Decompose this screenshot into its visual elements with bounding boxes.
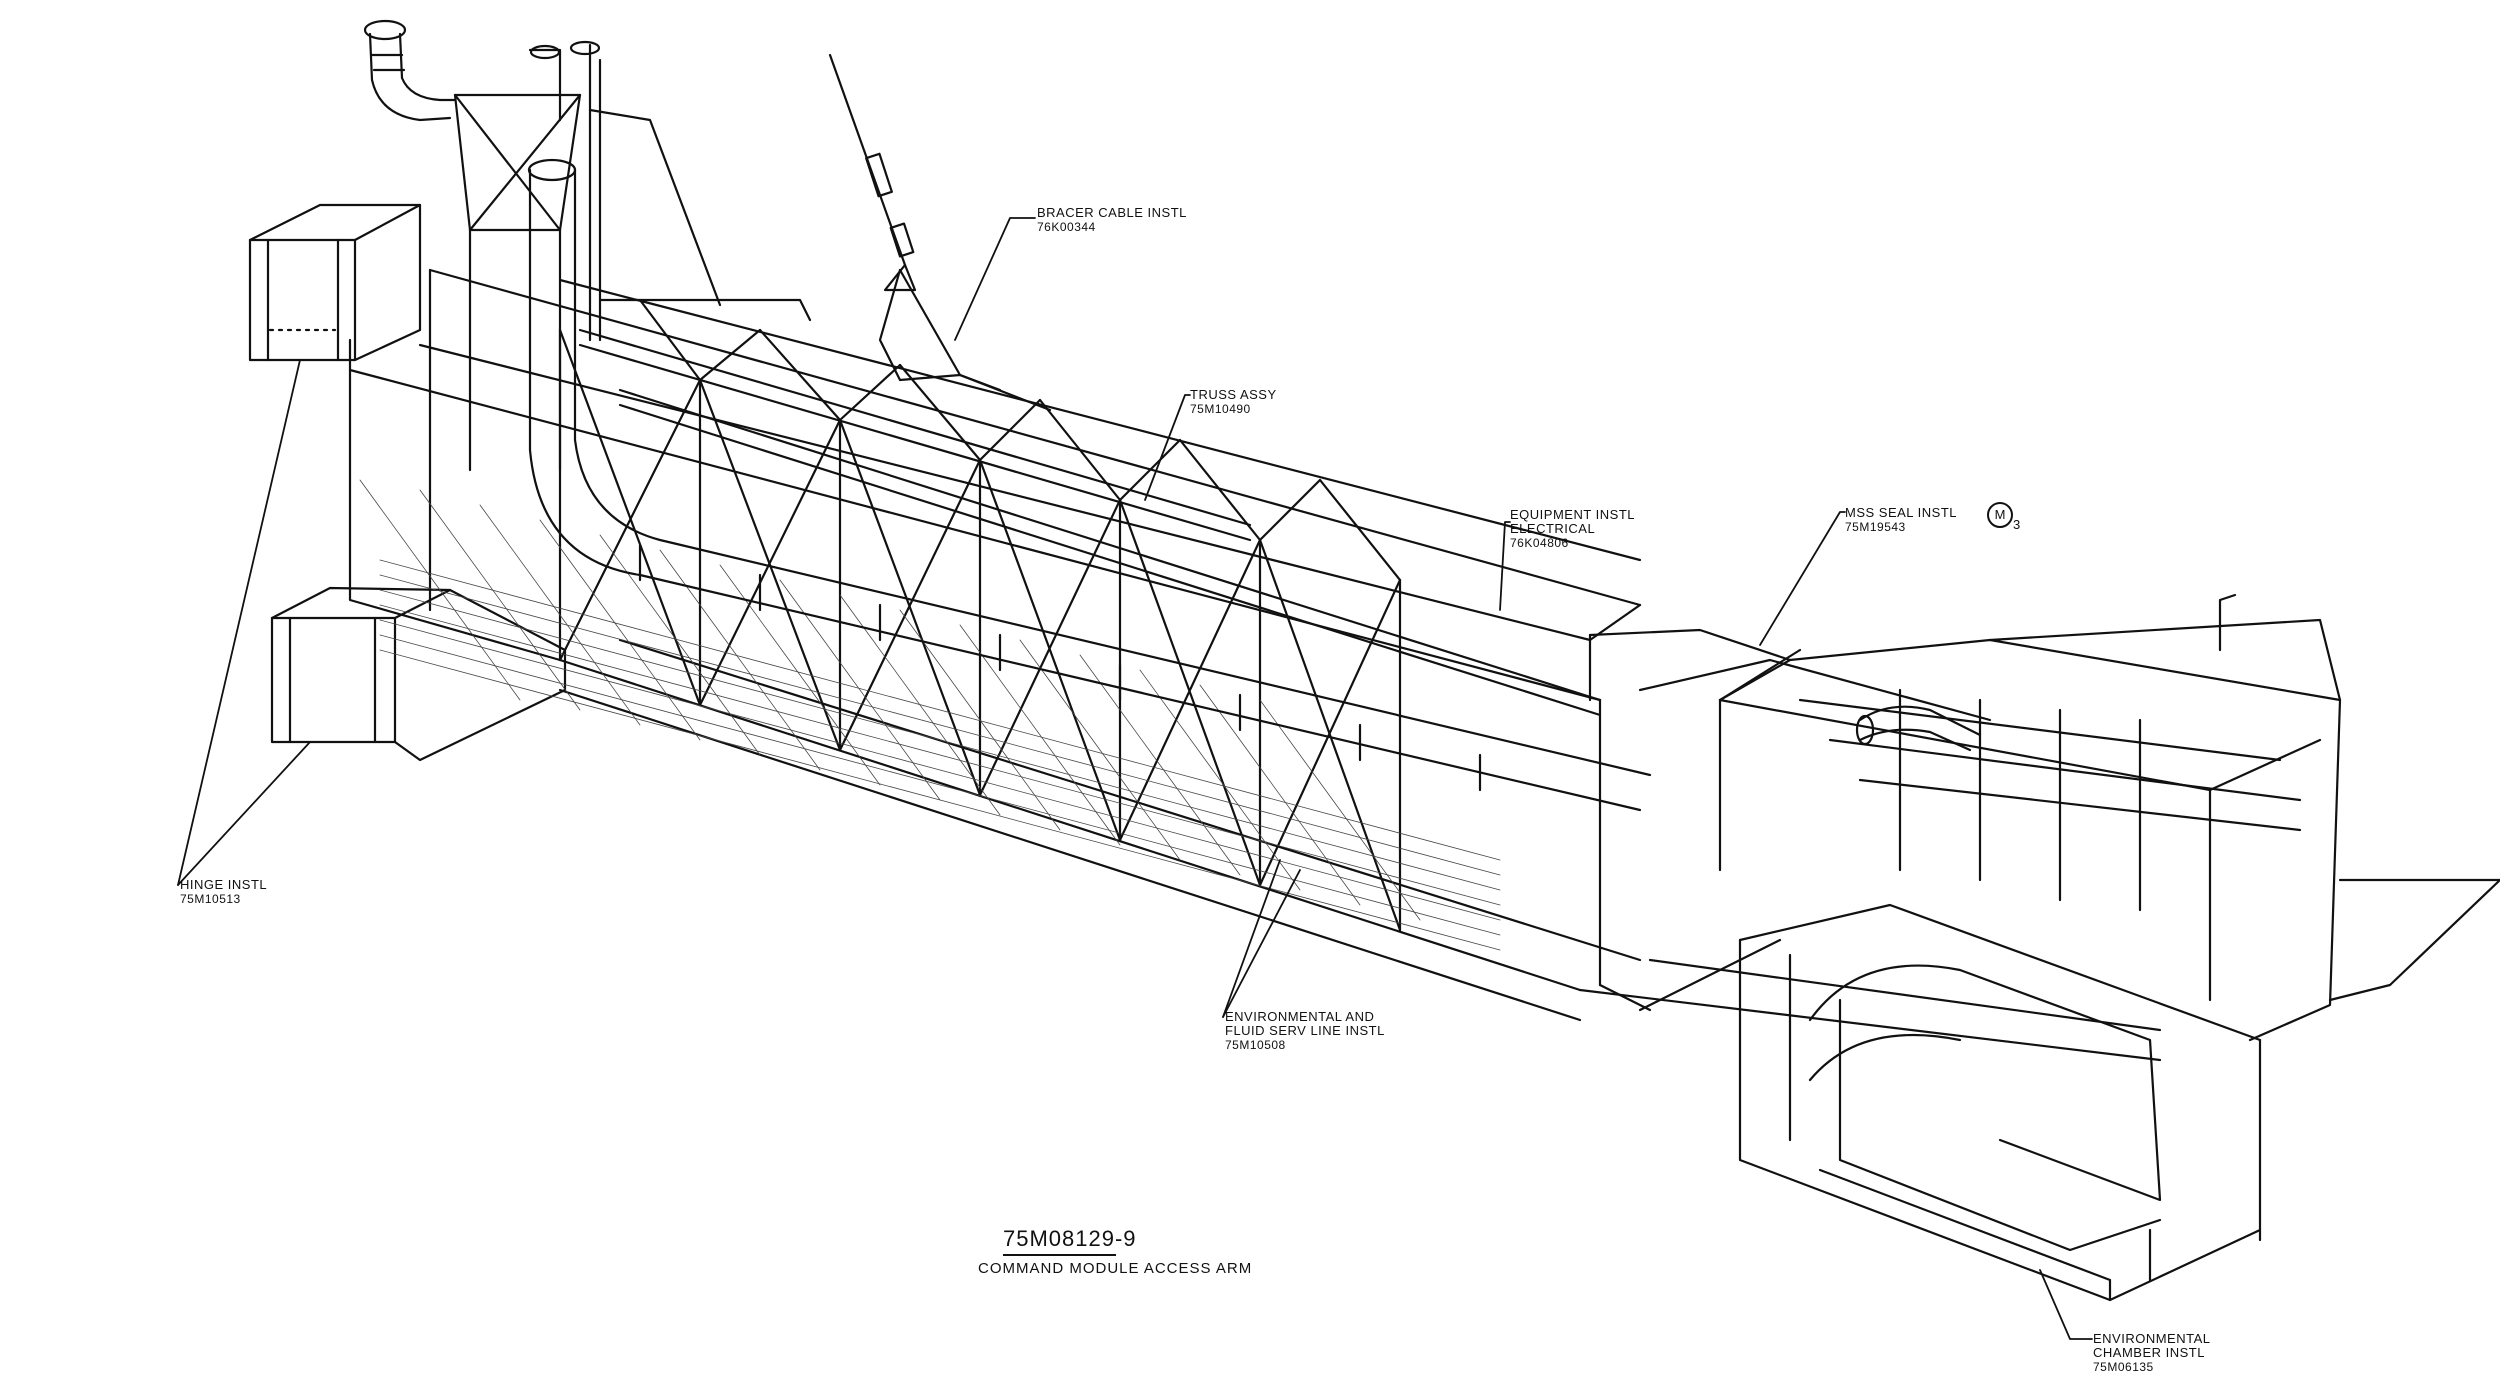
label-equipment: EQUIPMENT INSTL ELECTRICAL 76K04806 <box>1510 507 1636 551</box>
arm-frame <box>348 268 1642 1022</box>
truss-number: 75M10490 <box>1190 402 1251 416</box>
label-hinge: HINGE INSTL 75M10513 <box>180 877 268 907</box>
hinge-name: HINGE INSTL <box>180 877 268 892</box>
environmental-chamber-line1: ENVIRONMENTAL <box>2093 1331 2211 1346</box>
environmental-fluid-line1: ENVIRONMENTAL AND <box>1225 1009 1375 1024</box>
main-service-pipe <box>527 158 1652 812</box>
environmental-fluid-number: 75M10508 <box>1225 1038 1286 1052</box>
chamber-frame-box <box>1588 603 2342 702</box>
label-mss-seal: MSS SEAL INSTL 75M19543 <box>1845 505 1957 535</box>
bracer-cable <box>828 53 1052 412</box>
environmental-chamber <box>1578 593 2500 1302</box>
equipment-line2: ELECTRICAL <box>1510 521 1596 536</box>
label-bracer-cable: BRACER CABLE INSTL 76K00344 <box>1037 205 1187 235</box>
mss-seal-mark-sub: 3 <box>2013 517 2021 532</box>
title-underline <box>1003 1254 1116 1256</box>
label-truss: TRUSS ASSY 75M10490 <box>1190 387 1277 417</box>
equipment-number: 76K04806 <box>1510 536 1569 550</box>
walkway-mesh <box>359 479 1501 951</box>
upper-pipes <box>578 298 1602 717</box>
drawing-number: 75M08129-9 <box>1003 1226 1137 1251</box>
mss-seal-number: 75M19543 <box>1845 520 1906 534</box>
hinge-lower-box <box>270 586 567 762</box>
environmental-chamber-line2: CHAMBER INSTL <box>2093 1345 2205 1360</box>
label-environmental-fluid: ENVIRONMENTAL AND FLUID SERV LINE INSTL … <box>1225 1009 1385 1053</box>
hinge-upper-box <box>248 203 422 362</box>
service-tower <box>453 40 722 472</box>
environmental-fluid-line2: FLUID SERV LINE INSTL <box>1225 1023 1385 1038</box>
drawing-title: COMMAND MODULE ACCESS ARM <box>978 1260 1253 1277</box>
environmental-chamber-number: 75M06135 <box>2093 1360 2154 1374</box>
leader-lines <box>177 217 2093 1340</box>
hinge-number: 75M10513 <box>180 892 241 906</box>
mss-seal-mark: M <box>1987 502 2013 528</box>
label-environmental-chamber: ENVIRONMENTAL CHAMBER INSTL 75M06135 <box>2093 1331 2211 1375</box>
equipment-line1: EQUIPMENT INSTL <box>1510 507 1636 522</box>
truss-name: TRUSS ASSY <box>1190 387 1277 402</box>
vent-duct <box>363 19 457 122</box>
bracer-cable-name: BRACER CABLE INSTL <box>1037 205 1187 220</box>
bracer-cable-number: 76K00344 <box>1037 220 1096 234</box>
mss-seal-name: MSS SEAL INSTL <box>1845 505 1957 520</box>
